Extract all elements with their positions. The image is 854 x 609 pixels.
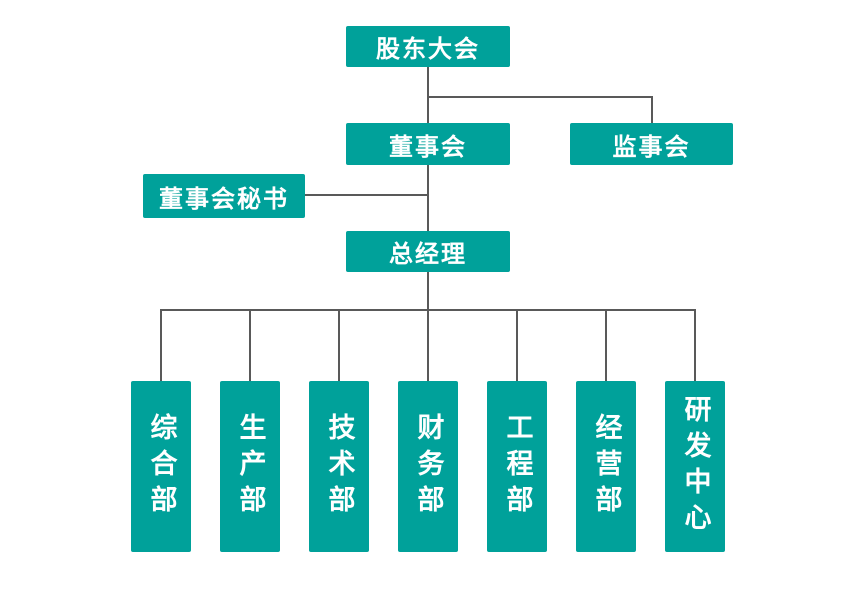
connector-board-gm bbox=[427, 165, 429, 231]
connector-stub-production bbox=[249, 311, 251, 381]
node-dept-operations: 经营部 bbox=[576, 381, 636, 552]
node-general-manager: 总经理 bbox=[346, 231, 510, 272]
node-board-of-directors: 董事会 bbox=[346, 123, 510, 165]
node-dept-technology: 技术部 bbox=[309, 381, 369, 552]
connector-shareholders-board bbox=[427, 67, 429, 123]
node-board-secretary: 董事会秘书 bbox=[143, 174, 305, 218]
connector-departments-bus bbox=[160, 309, 696, 311]
connector-stub-general-affairs bbox=[160, 311, 162, 381]
connector-stub-operations bbox=[605, 311, 607, 381]
connector-secretary-horizontal bbox=[305, 194, 428, 196]
connector-gm-bus bbox=[427, 272, 429, 310]
connector-supervisory-vertical bbox=[651, 96, 653, 123]
connector-stub-rd-center bbox=[694, 311, 696, 381]
node-dept-engineering: 工程部 bbox=[487, 381, 547, 552]
node-supervisory-board: 监事会 bbox=[570, 123, 733, 165]
connector-stub-engineering bbox=[516, 311, 518, 381]
connector-stub-technology bbox=[338, 311, 340, 381]
connector-supervisory-horizontal bbox=[428, 96, 653, 98]
node-dept-finance: 财务部 bbox=[398, 381, 458, 552]
connector-stub-finance bbox=[427, 311, 429, 381]
node-dept-general-affairs: 综合部 bbox=[131, 381, 191, 552]
node-shareholders-meeting: 股东大会 bbox=[346, 26, 510, 67]
node-dept-production: 生产部 bbox=[220, 381, 280, 552]
node-dept-rd-center: 研发中心 bbox=[665, 381, 725, 552]
